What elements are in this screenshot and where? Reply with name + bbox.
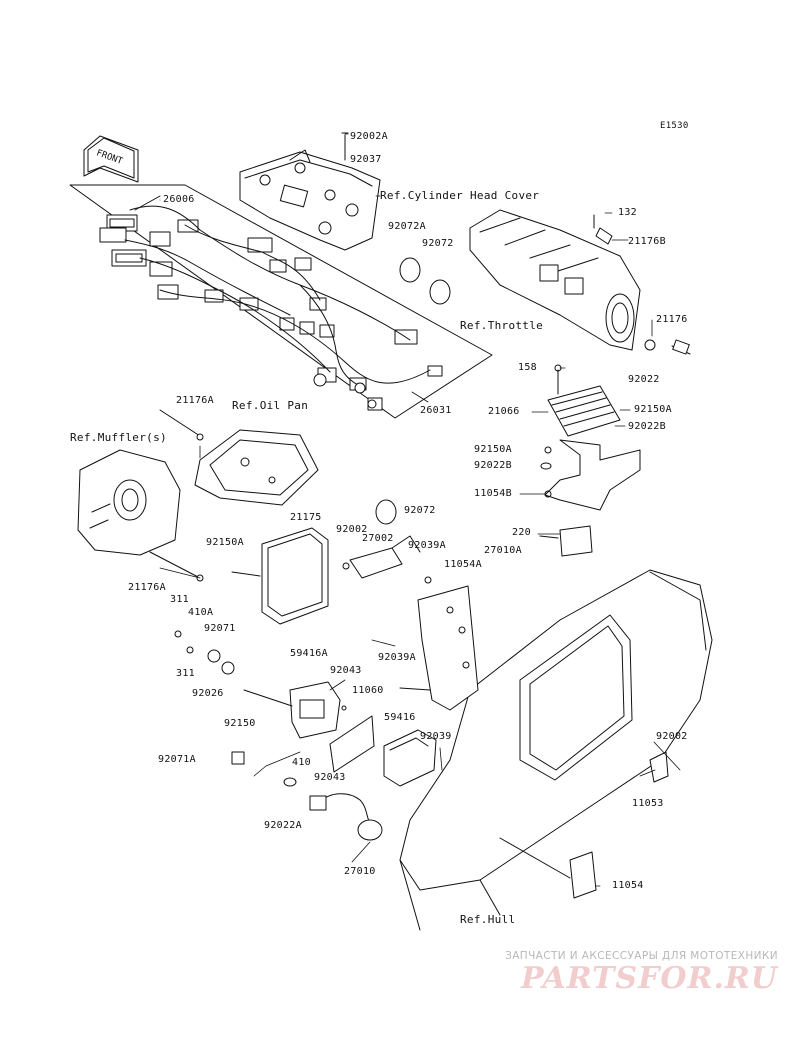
part-label: 92150A <box>206 537 244 548</box>
part-label: 410A <box>188 607 214 618</box>
part-label: 11060 <box>352 685 384 696</box>
regulator-and-bracket <box>539 364 641 557</box>
part-label: 92026 <box>192 688 224 699</box>
part-label: 92037 <box>350 154 382 165</box>
part-label: 92022 <box>628 374 660 385</box>
part-label: 92072 <box>404 505 436 516</box>
relay-bracket <box>243 681 375 773</box>
cylinder-head-cover <box>239 132 381 251</box>
part-label: 220 <box>512 527 531 538</box>
part-label: 21176A <box>128 582 166 593</box>
muffler <box>77 449 204 582</box>
part-label: 11054A <box>444 559 482 570</box>
hull <box>399 569 713 931</box>
part-label: 27010A <box>484 545 522 556</box>
part-label: 11053 <box>632 798 664 809</box>
wiring-harness-group <box>69 184 493 419</box>
part-label: 92039A <box>408 540 446 551</box>
part-label: 26031 <box>420 405 452 416</box>
part-label: 132 <box>618 207 637 218</box>
part-label: 11054 <box>612 880 644 891</box>
ref-cylinder-head-cover: Ref.Cylinder Head Cover <box>380 189 540 202</box>
part-label: 27010 <box>344 866 376 877</box>
part-label: 92039A <box>378 652 416 663</box>
part-label: 92002A <box>350 131 388 142</box>
small-fasteners <box>174 562 432 787</box>
watermark: ЗАПЧАСТИ И АКСЕССУАРЫ ДЛЯ МОТОТЕХНИКИ PA… <box>478 950 778 996</box>
part-label: 21176A <box>176 395 214 406</box>
ref-mufflers: Ref.Muffler(s) <box>70 431 167 444</box>
part-label: 92150A <box>474 444 512 455</box>
part-label: 410 <box>292 757 311 768</box>
watermark-logo: PARTSFOR.RU <box>521 961 778 996</box>
leader-lines <box>159 133 681 887</box>
part-label: 26006 <box>163 194 195 205</box>
part-label: 92071A <box>158 754 196 765</box>
part-label: 92002 <box>656 731 688 742</box>
throttle-body <box>469 209 691 355</box>
part-label: 21176 <box>656 314 688 325</box>
part-label: 92039 <box>420 731 452 742</box>
part-label: 21175 <box>290 512 322 523</box>
part-label: 59416 <box>384 712 416 723</box>
sensor-27010 <box>309 793 383 841</box>
ecu-box <box>231 527 329 625</box>
part-label: 92150A <box>634 404 672 415</box>
part-label: 92043 <box>314 772 346 783</box>
part-label: 311 <box>170 594 189 605</box>
diagram-code: E1530 <box>660 121 689 131</box>
ref-hull: Ref.Hull <box>460 913 516 926</box>
part-label: 27002 <box>362 533 394 544</box>
part-label: 92022A <box>264 820 302 831</box>
part-label: 59416A <box>290 648 328 659</box>
part-label: 158 <box>518 362 537 373</box>
part-label: 92002 <box>336 524 368 535</box>
ref-oil-pan: Ref.Oil Pan <box>232 399 309 412</box>
watermark-tagline: ЗАПЧАСТИ И АКСЕССУАРЫ ДЛЯ МОТОТЕХНИКИ <box>505 950 778 962</box>
module-59416 <box>383 729 437 787</box>
part-label: 92072 <box>422 238 454 249</box>
part-label: 11054B <box>474 488 512 499</box>
part-label: 311 <box>176 668 195 679</box>
oil-pan <box>159 409 319 506</box>
front-arrow-icon: FRONT <box>83 135 139 183</box>
part-label: 92043 <box>330 665 362 676</box>
part-label: 21176B <box>628 236 666 247</box>
part-label: 92071 <box>204 623 236 634</box>
coil-and-bracket <box>349 535 479 711</box>
ref-throttle: Ref.Throttle <box>460 319 544 332</box>
part-label: 92072A <box>388 221 426 232</box>
part-label: 21066 <box>488 406 520 417</box>
hose-clamps <box>375 257 451 525</box>
part-label: 92150 <box>224 718 256 729</box>
part-label: 92022B <box>474 460 512 471</box>
part-label: 92022B <box>628 421 666 432</box>
